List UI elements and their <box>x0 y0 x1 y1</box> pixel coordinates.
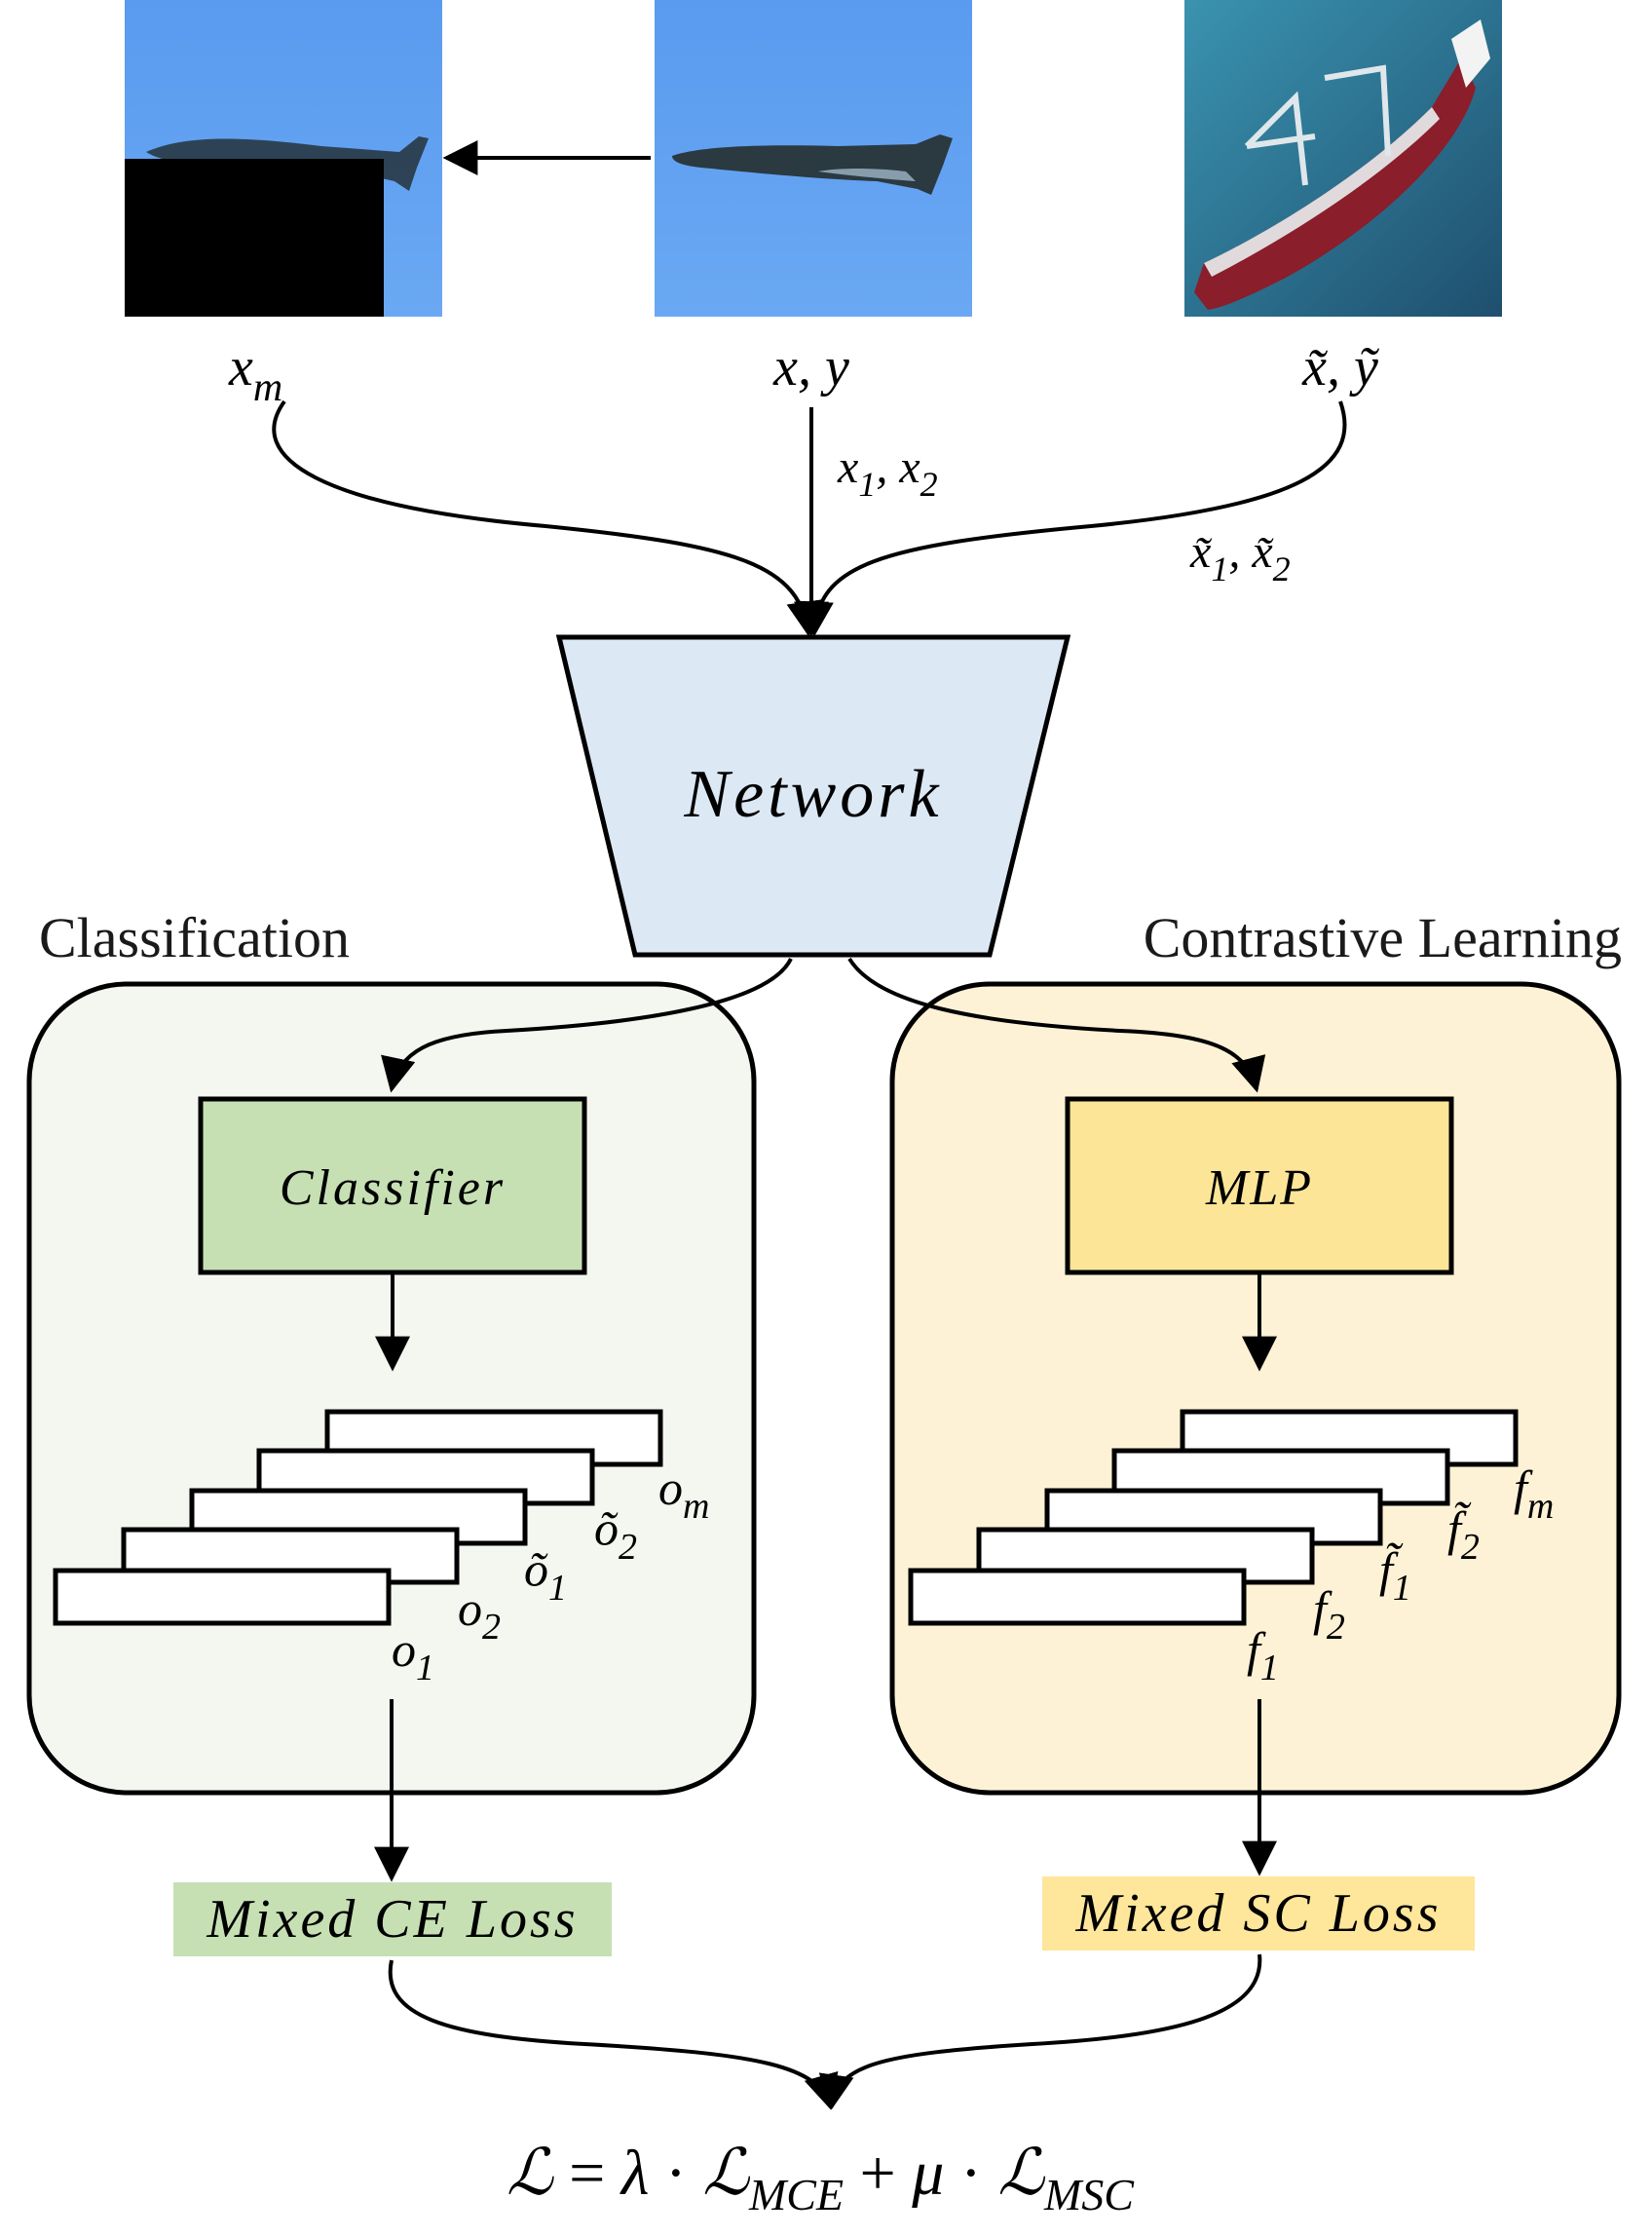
sc-loss-to-total-edge <box>818 1953 1262 2110</box>
feature-stack <box>908 1409 1519 1626</box>
classifier-label: Classifier <box>280 1160 506 1216</box>
mixed-to-network-edge <box>798 400 1347 637</box>
classifier-block <box>198 1096 587 1275</box>
sc-loss-label: Mixed SC Loss <box>1075 1883 1442 1944</box>
logit-label-1: o1 <box>392 1622 434 1688</box>
contrastive-heading: Contrastive Learning <box>1144 906 1622 969</box>
total-loss-equation: ℒ = λ · ℒMCE + μ · ℒMSC <box>507 2138 1135 2219</box>
ce-loss-label: Mixed CE Loss <box>206 1889 578 1950</box>
mixed-views-label: x̃1, x̃2 <box>1189 526 1291 588</box>
feature-bar <box>908 1568 1247 1626</box>
ce-loss-to-total-edge <box>388 1959 839 2110</box>
masked-input-label: xm <box>228 337 282 410</box>
masked-image <box>125 0 442 317</box>
feature-label-4: f̃2 <box>1447 1501 1480 1568</box>
network-to-mlp-edge <box>847 957 1266 1093</box>
network-to-classifier-edge <box>381 958 793 1093</box>
network-label: Network <box>683 757 942 832</box>
masked-to-network-edge <box>272 399 822 637</box>
original-input-label: x, y <box>772 337 849 398</box>
ce-loss-box <box>173 1882 612 1956</box>
logit-label-4: õ2 <box>594 1501 637 1568</box>
mask-patch <box>125 159 384 317</box>
mixed-ship-image <box>1184 0 1502 317</box>
mlp-block <box>1065 1096 1454 1275</box>
mixed-input-label: x̃, ỹ <box>1301 337 1380 398</box>
sc-loss-box <box>1042 1876 1475 1951</box>
logit-label-3: õ1 <box>524 1542 567 1609</box>
logit-bar <box>53 1568 392 1626</box>
original-views-label: x1, x2 <box>837 441 938 504</box>
original-image <box>655 0 972 317</box>
classification-heading: Classification <box>39 906 350 969</box>
logit-label-2: o2 <box>458 1581 501 1648</box>
logit-stack <box>53 1409 663 1626</box>
logit-label-5: om <box>658 1460 709 1527</box>
mlp-label: MLP <box>1205 1160 1313 1216</box>
network-block <box>555 634 1071 958</box>
